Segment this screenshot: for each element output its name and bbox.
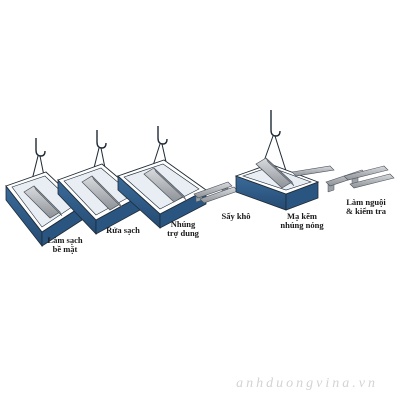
stage-cleaning [5, 138, 83, 248]
stage-rinsing [57, 130, 141, 236]
sling-5b [274, 135, 288, 175]
label-rinsing: Rửa sạch [106, 225, 140, 235]
stage-drying [193, 181, 239, 204]
crane-hook-1 [35, 138, 46, 157]
crane-hook-5 [270, 110, 281, 137]
cooled-beam-b [343, 165, 389, 181]
label-surface-cleaning: Làm sạch bề mặt [47, 235, 83, 254]
label-hot-dip-galvanizing: Mạ kẽm nhúng nóng [280, 211, 324, 230]
stage-galvanizing [234, 110, 335, 211]
dried-beam-a [193, 181, 233, 199]
crane-hook-3 [157, 126, 168, 145]
crane-hook-2 [96, 130, 107, 149]
label-cooling-inspection: Làm nguội & kiểm tra [345, 197, 387, 216]
stage-cooling [325, 165, 395, 193]
cooled-beam-c [349, 173, 395, 189]
stage-fluxing [117, 126, 207, 229]
label-drying: Sấy khô [221, 211, 251, 221]
label-flux-dipping: Nhúng trợ dung [167, 219, 199, 238]
exit-beam-5 [291, 165, 335, 177]
watermark: anhduongvina.vn [236, 376, 378, 391]
